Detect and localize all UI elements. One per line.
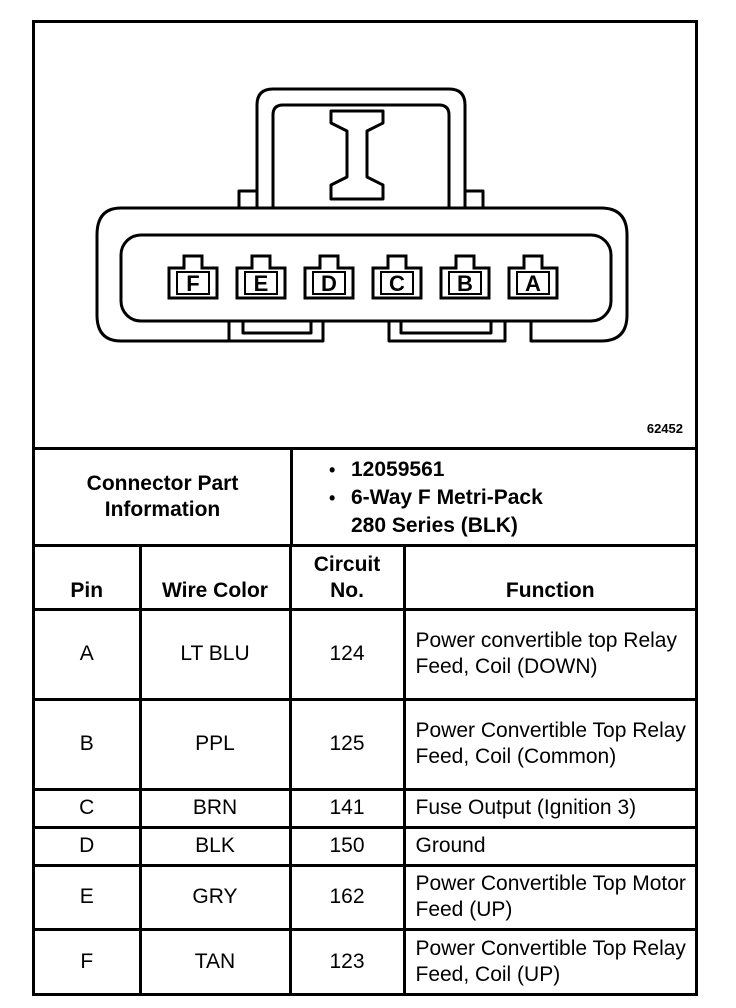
- circuit-cell: 150: [288, 825, 406, 867]
- table-row: A LT BLU 124 Power convertible top Relay…: [35, 607, 695, 701]
- pin-cavity-c: C: [371, 254, 423, 300]
- header-function: Function: [402, 545, 695, 611]
- function-cell: Power Convertible Top Relay Feed, Coil (…: [402, 697, 695, 791]
- table-row: E GRY 162 Power Convertible Top Motor Fe…: [35, 863, 695, 931]
- connector-part-label: Connector Part Information: [35, 447, 293, 547]
- function-cell: Power Convertible Top Relay Feed, Coil (…: [402, 927, 695, 993]
- wire-color-cell: LT BLU: [138, 607, 292, 701]
- pin-cell: D: [35, 825, 142, 867]
- figure-number: 62452: [646, 421, 683, 436]
- pin-cavity-a: A: [507, 254, 559, 300]
- circuit-cell: 125: [288, 697, 406, 791]
- pin-cell: C: [35, 787, 142, 829]
- function-cell: Power Convertible Top Motor Feed (UP): [402, 863, 695, 931]
- wire-color-cell: GRY: [138, 863, 292, 931]
- table-row: C BRN 141 Fuse Output (Ignition 3): [35, 787, 695, 829]
- pin-cavity-label: D: [321, 271, 337, 296]
- wire-color-cell: PPL: [138, 697, 292, 791]
- connector-part-info: Connector Part Information 12059561 6-Wa…: [35, 447, 695, 547]
- circuit-cell: 123: [288, 927, 406, 993]
- function-cell: Power convertible top Relay Feed, Coil (…: [402, 607, 695, 701]
- pin-cavity-label: F: [186, 271, 199, 296]
- circuit-cell: 162: [288, 863, 406, 931]
- connector-description: 6-Way F Metri-Pack 280 Series (BLK): [329, 484, 581, 540]
- circuit-cell: 124: [288, 607, 406, 701]
- table-row: D BLK 150 Ground: [35, 825, 695, 867]
- connector-part-details: 12059561 6-Way F Metri-Pack 280 Series (…: [290, 447, 695, 547]
- part-number: 12059561: [329, 456, 695, 484]
- pin-cavity-f: F: [167, 254, 219, 300]
- pin-cavity-label: E: [254, 271, 269, 296]
- table-row: B PPL 125 Power Convertible Top Relay Fe…: [35, 697, 695, 791]
- header-wire-color: Wire Color: [138, 545, 292, 611]
- pin-cell: A: [35, 607, 142, 701]
- table-row: F TAN 123 Power Convertible Top Relay Fe…: [35, 927, 695, 993]
- pin-cavity-d: D: [303, 254, 355, 300]
- pin-cell: F: [35, 927, 142, 993]
- pin-cavity-label: C: [389, 271, 405, 296]
- pin-cavity-e: E: [235, 254, 287, 300]
- header-pin: Pin: [35, 545, 142, 611]
- pin-cavity-label: A: [525, 271, 541, 296]
- pin-table: Pin Wire Color Circuit No. Function A LT…: [35, 545, 695, 993]
- function-cell: Fuse Output (Ignition 3): [402, 787, 695, 829]
- pin-cavity-b: B: [439, 254, 491, 300]
- pin-cell: E: [35, 863, 142, 931]
- header-circuit: Circuit No.: [288, 545, 406, 611]
- wire-color-cell: BLK: [138, 825, 292, 867]
- pin-cell: B: [35, 697, 142, 791]
- wire-color-cell: BRN: [138, 787, 292, 829]
- circuit-cell: 141: [288, 787, 406, 829]
- wire-color-cell: TAN: [138, 927, 292, 993]
- function-cell: Ground: [402, 825, 695, 867]
- pin-cavity-label: B: [457, 271, 473, 296]
